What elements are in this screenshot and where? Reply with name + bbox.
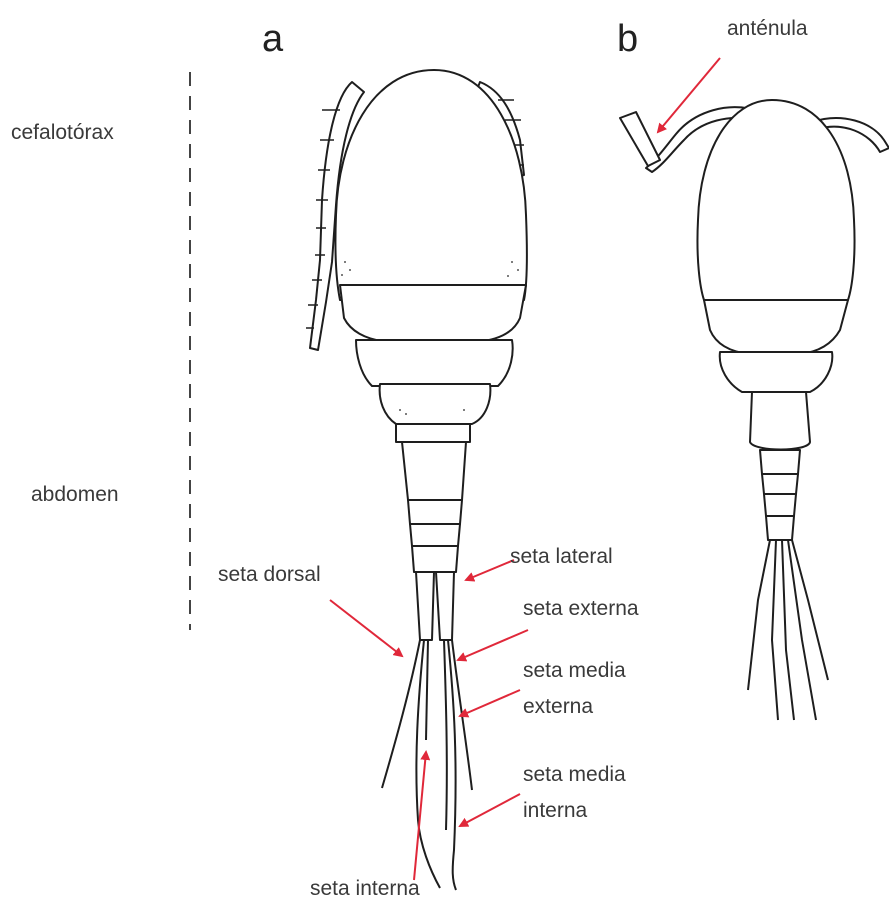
label-dorsal-seta: seta dorsal xyxy=(218,564,321,585)
label-middle-internal-seta-line2: interna xyxy=(523,800,587,821)
panel-label-a: a xyxy=(262,20,283,58)
label-antennule: anténula xyxy=(727,18,808,39)
copepod-a-illustration xyxy=(306,70,527,890)
label-middle-internal-seta-line1: seta media xyxy=(523,764,626,785)
region-label-abdomen: abdomen xyxy=(31,484,119,505)
region-label-cephalothorax: cefalotórax xyxy=(11,122,114,143)
arrow-external-seta xyxy=(458,630,528,660)
arrow-lateral-seta xyxy=(466,560,514,580)
label-middle-external-seta-line1: seta media xyxy=(523,660,626,681)
label-lateral-seta: seta lateral xyxy=(510,546,613,567)
arrow-middle-external-seta xyxy=(460,690,520,716)
panel-label-b: b xyxy=(617,20,638,58)
label-middle-external-seta-line2: externa xyxy=(523,696,593,717)
copepod-b-illustration xyxy=(620,100,889,720)
arrow-dorsal-seta xyxy=(330,600,402,656)
label-internal-seta: seta interna xyxy=(310,878,420,899)
label-external-seta: seta externa xyxy=(523,598,639,619)
arrow-middle-internal-seta xyxy=(460,794,520,826)
